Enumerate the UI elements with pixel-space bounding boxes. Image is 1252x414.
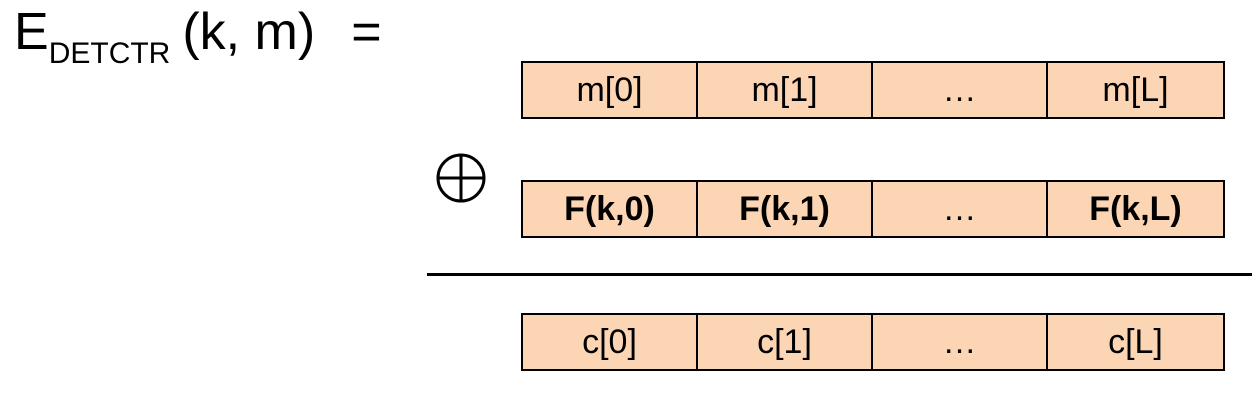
sum-divider-line — [427, 273, 1252, 276]
keystream-row: F(k,0) F(k,1) … F(k,L) — [521, 180, 1225, 238]
formula-main: E — [14, 3, 49, 61]
message-cell-L: m[L] — [1102, 70, 1169, 109]
ciphertext-cell-1: c[1] — [698, 315, 873, 369]
formula: EDETCTR (k, m) = — [14, 3, 382, 69]
keystream-cell-0: F(k,0) — [523, 182, 698, 236]
ciphertext-cell-L: c[L] — [1108, 322, 1163, 361]
ciphertext-cell-ellipsis: … — [873, 315, 1048, 369]
keystream-cell-ellipsis: … — [873, 182, 1048, 236]
message-cell-1: m[1] — [698, 63, 873, 117]
keystream-cell-1: F(k,1) — [698, 182, 873, 236]
keystream-cell-L: F(k,L) — [1089, 189, 1182, 228]
message-cell-ellipsis: … — [873, 63, 1048, 117]
xor-circled-plus-icon — [436, 153, 486, 203]
formula-equals: = — [351, 3, 382, 61]
message-cell-0: m[0] — [523, 63, 698, 117]
ciphertext-cell-0: c[0] — [523, 315, 698, 369]
message-row: m[0] m[1] … m[L] — [521, 61, 1225, 119]
ciphertext-row: c[0] c[1] … c[L] — [521, 313, 1225, 371]
formula-args: (k, m) — [182, 3, 316, 61]
formula-subscript: DETCTR — [48, 37, 171, 70]
